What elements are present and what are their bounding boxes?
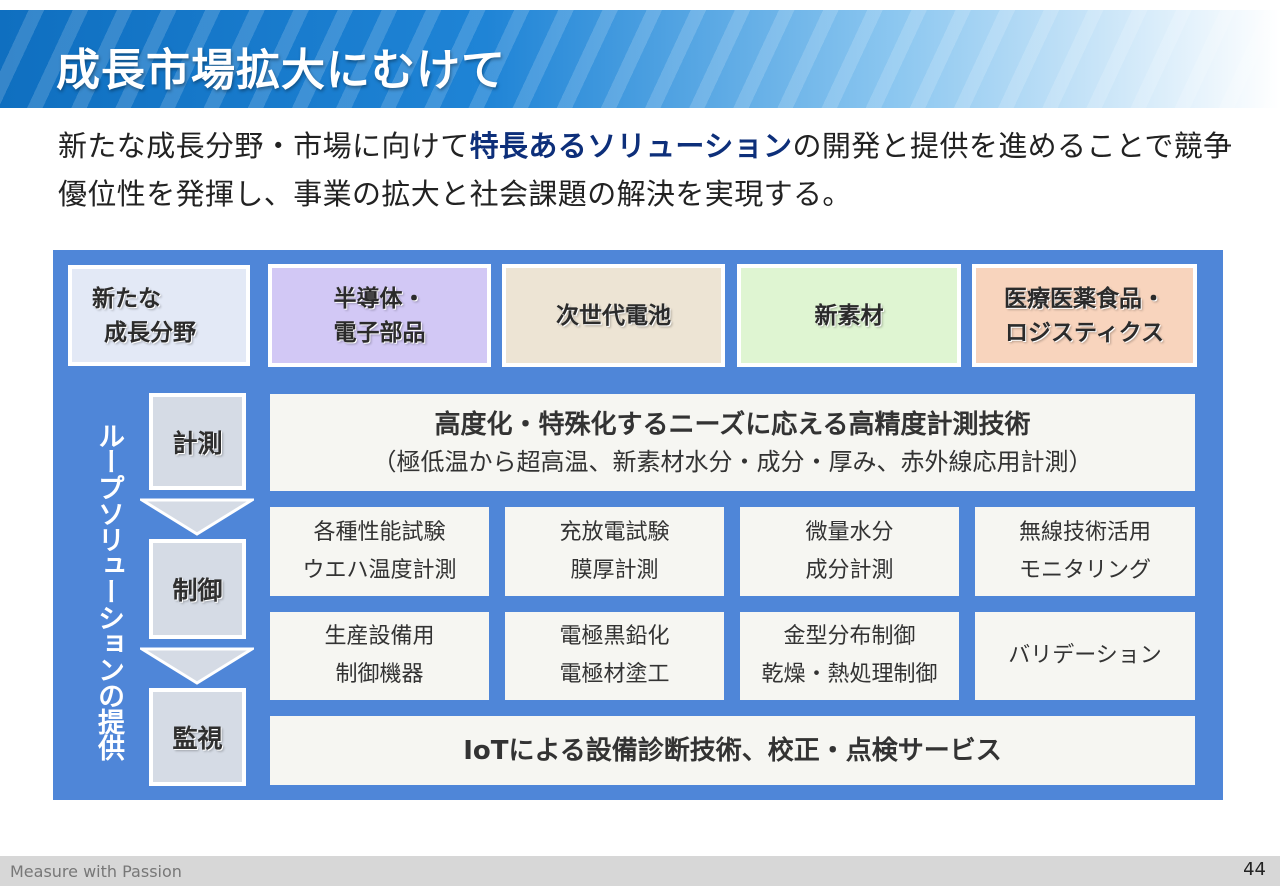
solution-cell-line: 電極材塗工 [559,662,670,687]
category-semiconductor: 半導体・ 電子部品 [268,264,491,367]
footer-tagline: Measure with Passion [10,862,182,881]
solution-cell-line: 充放電試験 [559,519,670,545]
lead-text-1: 新たな成長分野・市場に向けて [58,129,470,163]
solution-cell-line: 電極黒鉛化 [559,624,670,649]
stage-monitor: 監視 [149,688,246,786]
solution-cell: 生産設備用 制御機器 [270,612,489,700]
category-semiconductor-line-2: 電子部品 [333,319,426,346]
measure-technology-box: 高度化・特殊化するニーズに応える高精度計測技術 （極低温から超高温、新素材水分・… [270,394,1195,491]
solution-cell-line: 微量水分 [805,519,894,545]
loop-solution-label: ループソリューションの提供 [93,422,124,760]
category-new-material: 新素材 [737,264,961,367]
solution-cell: 充放電試験 膜厚計測 [505,507,724,596]
solution-cell: 無線技術活用 モニタリング [975,507,1195,596]
category-header-line-1: 新たな [92,285,161,312]
category-medical-line-2: ロジスティクス [1005,319,1164,346]
solution-cell-line: 乾燥・熱処理制御 [761,662,938,687]
category-new-material-line-1: 新素材 [814,302,884,329]
solution-cell-line: 生産設備用 [324,624,435,649]
lead-paragraph: 新たな成長分野・市場に向けて特長あるソリューションの開発と提供を進めることで競争… [58,122,1248,218]
solution-cell-line: 各種性能試験 [313,519,446,545]
page-title: 成長市場拡大にむけて [56,45,506,96]
monitor-service-box: IoTによる設備診断技術、校正・点検サービス [270,716,1195,785]
solution-cell-line: 成分計測 [805,557,894,583]
stage-control: 制御 [149,539,246,639]
solution-cell-line: 無線技術活用 [1018,519,1151,545]
solution-cell-line: バリデーション [1008,643,1162,668]
title-band: 成長市場拡大にむけて [0,10,1280,108]
lead-text-2: の開発と提供を進めることで競争優位性を発揮し、事業の拡大と社会課題の解決を実現す… [58,129,1233,211]
solution-cell-line: ウエハ温度計測 [302,557,457,583]
monitor-title: IoTによる設備診断技術、校正・点検サービス [463,735,1002,766]
measure-subtitle: （極低温から超高温、新素材水分・成分・厚み、赤外線応用計測） [372,447,1093,476]
category-header-line-2: 成長分野 [104,319,196,346]
category-battery: 次世代電池 [502,264,725,367]
solution-cell: 金型分布制御 乾燥・熱処理制御 [740,612,959,700]
category-battery-line-1: 次世代電池 [556,302,671,329]
category-header: 新たな 成長分野 [68,265,250,366]
category-medical-line-1: 医療医薬食品・ [1004,285,1165,312]
measure-title: 高度化・特殊化するニーズに応える高精度計測技術 [434,409,1031,440]
stage-measure: 計測 [149,393,246,490]
solution-cell: 電極黒鉛化 電極材塗工 [505,612,724,700]
down-arrow-icon [140,647,254,685]
page-number: 44 [1243,859,1266,880]
down-arrow-icon [140,498,254,536]
solution-cell: 各種性能試験 ウエハ温度計測 [270,507,489,596]
solution-cell-line: モニタリング [1018,557,1151,583]
footer-bar: Measure with Passion 44 [0,856,1280,886]
solution-cell: バリデーション [975,612,1195,700]
solution-cell-line: 膜厚計測 [570,557,659,583]
category-medical-logistics: 医療医薬食品・ ロジスティクス [972,264,1197,367]
category-semiconductor-line-1: 半導体・ [333,285,426,312]
solution-cell: 微量水分 成分計測 [740,507,959,596]
solution-cell-line: 金型分布制御 [783,624,916,649]
solution-cell-line: 制御機器 [335,662,424,687]
lead-highlight: 特長あるソリューション [469,129,793,163]
